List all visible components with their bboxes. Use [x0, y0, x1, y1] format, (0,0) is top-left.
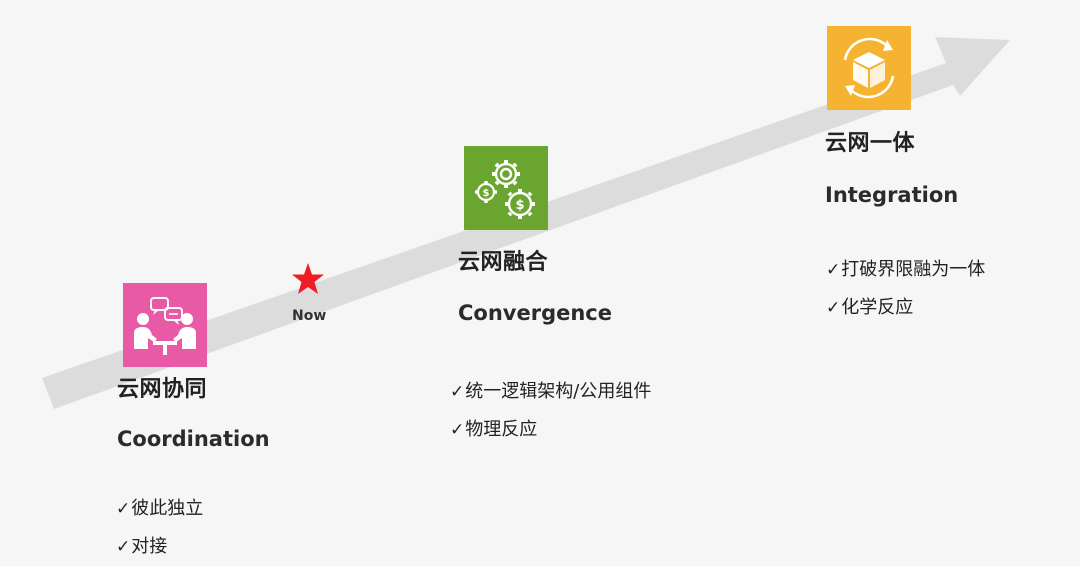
integration-title-en: Integration — [825, 183, 959, 207]
list-item: ✓打破界限融为一体 — [826, 251, 985, 289]
cube-cycle-icon — [827, 26, 911, 110]
convergence-title-cn: 云网融合 — [458, 250, 549, 275]
list-item: ✓统一逻辑架构/公用组件 — [450, 373, 651, 411]
check-icon: ✓ — [826, 298, 841, 318]
star-icon — [292, 263, 324, 294]
convergence-tile: $ $ — [464, 146, 548, 230]
list-item: ✓化学反应 — [826, 289, 985, 327]
svg-text:$: $ — [515, 198, 524, 213]
convergence-bullet-list: ✓统一逻辑架构/公用组件 ✓物理反应 — [450, 373, 651, 449]
integration-title-cn: 云网一体 — [825, 131, 916, 156]
now-label: Now — [292, 308, 327, 324]
gears-icon: $ $ — [464, 146, 548, 230]
coordination-bullet-list: ✓彼此独立 ✓对接 — [116, 490, 203, 566]
check-icon: ✓ — [826, 260, 841, 280]
list-item: ✓对接 — [116, 528, 203, 566]
convergence-title-en: Convergence — [458, 301, 612, 325]
coordination-title-en: Coordination — [117, 427, 270, 451]
list-item: ✓物理反应 — [450, 411, 651, 449]
list-item: ✓彼此独立 — [116, 490, 203, 528]
check-icon: ✓ — [116, 499, 131, 519]
integration-tile — [827, 26, 911, 110]
coordination-title-cn: 云网协同 — [117, 377, 208, 402]
svg-text:$: $ — [483, 188, 490, 199]
meeting-people-icon — [123, 283, 207, 367]
check-icon: ✓ — [450, 420, 465, 440]
integration-bullet-list: ✓打破界限融为一体 ✓化学反应 — [826, 251, 985, 327]
check-icon: ✓ — [116, 537, 131, 557]
coordination-tile — [123, 283, 207, 367]
check-icon: ✓ — [450, 382, 465, 402]
